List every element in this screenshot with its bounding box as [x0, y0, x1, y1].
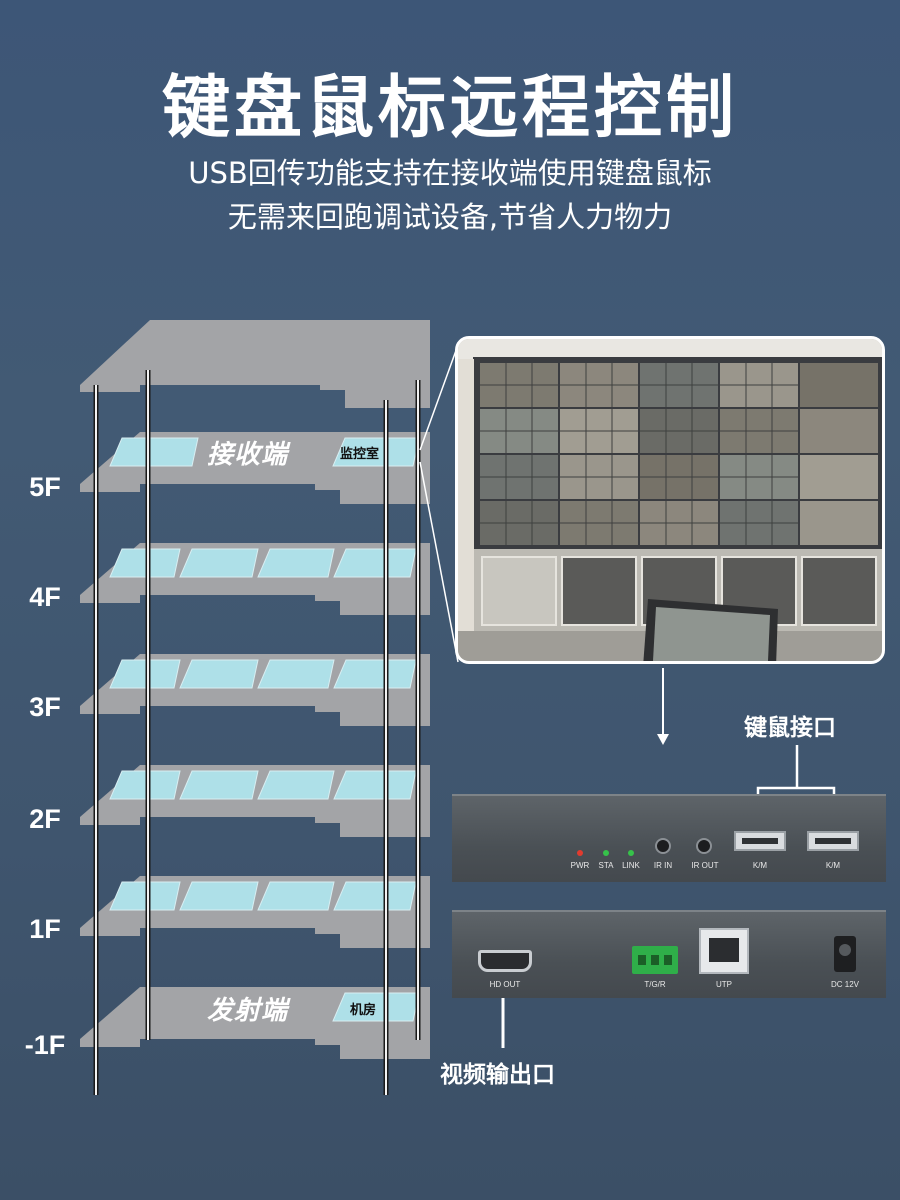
usb-2-label: K/M	[825, 861, 841, 870]
receiver-room-label: 监控室	[340, 447, 380, 462]
console-cabinet	[481, 556, 557, 626]
room-block	[333, 770, 417, 800]
room-block	[179, 770, 259, 800]
link-label: LINK	[622, 861, 640, 870]
room-block	[332, 437, 420, 467]
ir-in-jack[interactable]	[655, 838, 671, 854]
room-block	[179, 548, 259, 578]
floor-label-4f: 4F	[29, 582, 61, 612]
floor-label-3f: 3F	[29, 692, 61, 722]
utp-label: UTP	[716, 980, 732, 989]
callout-line	[419, 344, 459, 451]
floor-label-1f: 1F	[29, 914, 61, 944]
room-block	[333, 881, 417, 911]
video-wall-screen	[800, 363, 878, 407]
km-port-callout: 键鼠接口	[744, 715, 836, 741]
room-block	[109, 548, 181, 578]
room-block	[109, 437, 199, 467]
dc-jack[interactable]	[834, 936, 856, 972]
page-title: 键盘鼠标远程控制	[161, 69, 738, 148]
room-block	[109, 659, 181, 689]
room-block	[332, 992, 420, 1022]
pwr-led	[577, 850, 583, 856]
pwr-label: PWR	[570, 861, 590, 870]
floor-label-b1: -1F	[24, 1030, 66, 1060]
floor-label-5f: 5F	[29, 472, 61, 502]
ir-out-label: IR OUT	[691, 861, 719, 870]
usb-1-label: K/M	[752, 861, 768, 870]
receiver-label: 接收端	[207, 440, 289, 470]
dc-label: DC 12V	[830, 980, 859, 989]
rj45-port[interactable]	[699, 928, 749, 974]
room-block	[257, 659, 335, 689]
transmitter-label: 发射端	[207, 996, 289, 1026]
terminal-block[interactable]	[632, 946, 678, 974]
receiver-device-front: PWR STA LINK IR IN IR OUT K/M K/M	[452, 794, 886, 882]
roof-slab	[80, 320, 430, 408]
room-block	[109, 881, 181, 911]
ir-in-label: IR IN	[653, 861, 673, 870]
usb-port-2[interactable]	[807, 831, 859, 851]
subtitle-line-1: USB回传功能支持在接收端使用键盘鼠标	[188, 156, 712, 190]
room-block	[257, 770, 335, 800]
room-block	[257, 881, 335, 911]
ir-out-jack[interactable]	[696, 838, 712, 854]
transmitter-device-rear: HD OUT T/G/R UTP DC 12V	[452, 910, 886, 998]
sta-label: STA	[598, 861, 614, 870]
video-wall-screen	[800, 409, 878, 453]
room-block	[333, 548, 417, 578]
room-block	[333, 659, 417, 689]
video-wall-screen	[800, 455, 878, 499]
video-wall-screen	[800, 501, 878, 545]
link-led	[628, 850, 634, 856]
room-block	[109, 770, 181, 800]
room-block	[257, 548, 335, 578]
console-cabinet	[561, 556, 637, 626]
transmitter-room-label: 机房	[350, 1003, 377, 1018]
video-wall-illustration	[458, 339, 882, 661]
usb-port-1[interactable]	[734, 831, 786, 851]
arrow-down-icon	[657, 734, 669, 745]
floor-label-2f: 2F	[29, 804, 61, 834]
hd-out-label: HD OUT	[489, 980, 521, 989]
callout-line	[419, 461, 459, 663]
console-cabinet	[801, 556, 877, 626]
sta-led	[603, 850, 609, 856]
hdmi-port[interactable]	[478, 950, 532, 972]
subtitle-line-2: 无需来回跑调试设备,节省人力物力	[227, 200, 673, 234]
room-block	[179, 659, 259, 689]
monitoring-room-photo	[455, 336, 885, 664]
room-block	[179, 881, 259, 911]
video-out-callout: 视频输出口	[440, 1062, 555, 1088]
tgr-label: T/G/R	[644, 980, 666, 989]
